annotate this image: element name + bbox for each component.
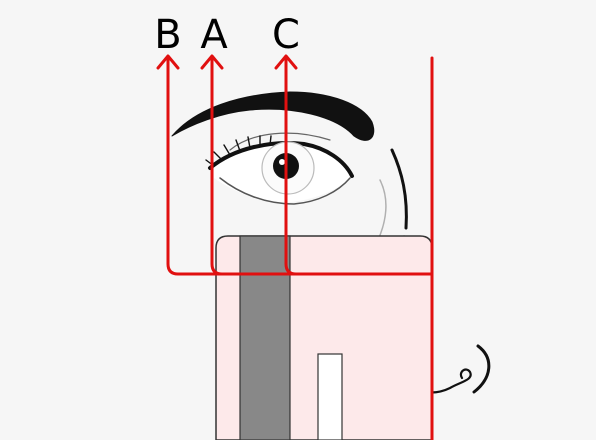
upper-lid-line — [208, 141, 354, 178]
pencil-slot — [317, 353, 343, 440]
line-a — [210, 56, 434, 276]
eye-highlight — [279, 159, 285, 165]
face-contour-shadow — [377, 179, 387, 241]
measurement-lines — [156, 54, 434, 440]
arrow-a-icon — [200, 54, 224, 70]
arrow-b-icon — [156, 54, 180, 70]
label-c: C — [272, 12, 300, 58]
eyelashes — [205, 135, 272, 167]
label-b: B — [154, 12, 181, 58]
pencil-stripe — [239, 235, 291, 440]
pencil-icon — [215, 235, 433, 440]
eyebrow-icon — [171, 91, 375, 141]
label-a: A — [200, 12, 228, 58]
arrow-c-icon — [274, 54, 298, 70]
line-b — [166, 56, 434, 276]
face-contour-line — [390, 148, 408, 230]
lower-lid-line — [219, 177, 351, 205]
nose-wing — [472, 344, 491, 394]
line-c — [284, 56, 434, 276]
eye-icon — [205, 132, 354, 205]
